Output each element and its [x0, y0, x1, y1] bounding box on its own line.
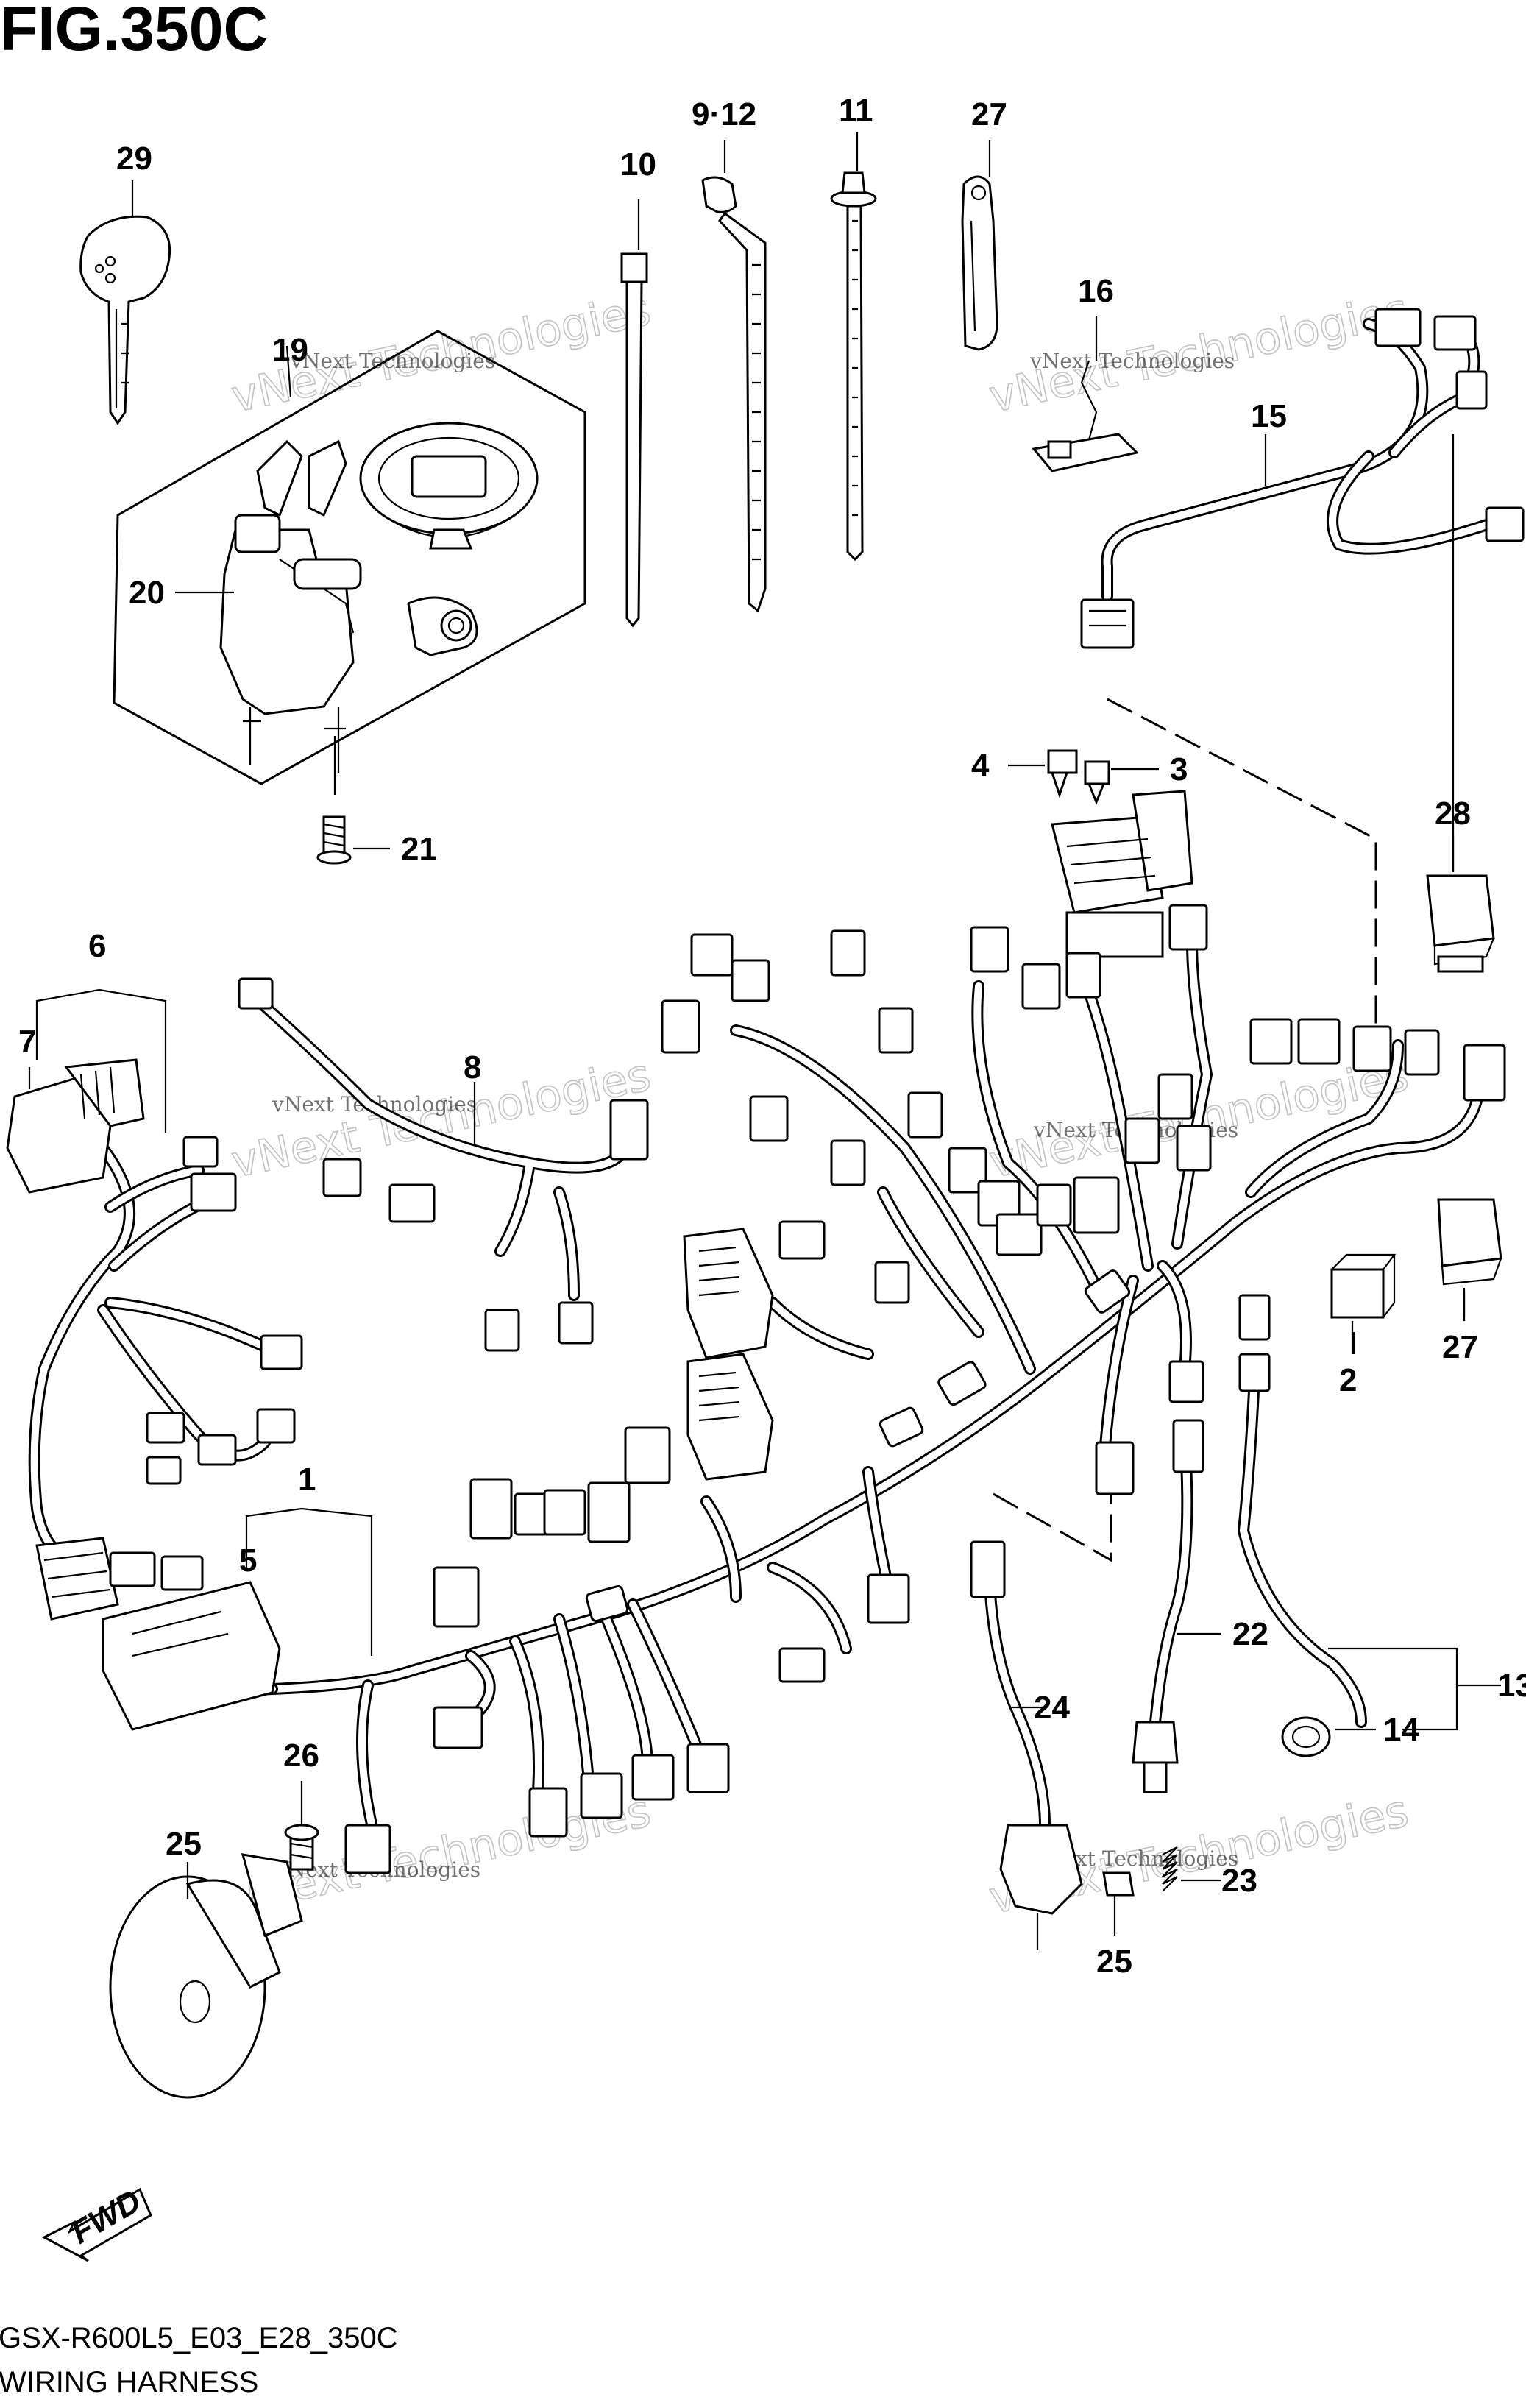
watermark-small-text: vNext Technologies: [290, 349, 495, 373]
leader-dashed: [1107, 698, 1377, 1030]
clamp-part: [961, 175, 998, 351]
callout-21: 22: [1232, 1616, 1268, 1652]
callout-29: 29: [116, 141, 152, 177]
screw-part: [316, 736, 352, 865]
watermark: vNext Technologies vNext Technologies: [984, 283, 1413, 424]
callout-1: 1: [298, 1462, 316, 1498]
callout-17: 27: [971, 96, 1007, 132]
callout-22: 23: [1221, 1863, 1257, 1899]
callout-19: 20: [129, 575, 165, 611]
sub-harness-part: [1080, 308, 1525, 649]
callout-2: 2: [1339, 1362, 1357, 1398]
callout-13: 13: [1497, 1668, 1526, 1704]
callout-labels: 29 19 20 21 9·12 10 11 27 16 15 4 3 28 6…: [18, 93, 1526, 1980]
horn-part: [109, 1853, 303, 2099]
callout-8: 8: [464, 1049, 481, 1086]
cable-tie-part: [620, 252, 648, 628]
callout-23: 24: [1034, 1690, 1070, 1726]
fwd-arrow-icon: FWD: [41, 2183, 152, 2262]
callout-6: 6: [88, 928, 106, 964]
switch-sensor-part: [1132, 1419, 1204, 1793]
relay-part: [1426, 874, 1495, 973]
fuse-box-part: [1051, 790, 1193, 958]
side-stand-switch-part: [970, 1540, 1135, 1950]
bolt-part: [284, 1824, 319, 1871]
callout-7: 7: [18, 1024, 36, 1060]
callout-18: 19: [272, 332, 308, 368]
callout-5: 5: [239, 1543, 257, 1579]
callout-16: 16: [1078, 273, 1114, 309]
callout-20: 21: [401, 831, 437, 867]
ignition-key-part: [79, 215, 171, 425]
callout-14: 14: [1383, 1712, 1419, 1748]
cable-tie-part: [701, 176, 767, 613]
callout-3: 3: [1170, 751, 1188, 787]
speed-sensor-part: [1238, 1294, 1367, 1757]
callout-25: 25: [166, 1826, 202, 1862]
callout-27: 27: [1442, 1329, 1478, 1365]
relay-part: [1437, 1198, 1502, 1286]
relay-part: [1330, 1253, 1397, 1319]
callout-11: 11: [839, 93, 873, 129]
sensor-bracket-part: [1032, 360, 1140, 472]
model-code: GSX-R600L5_E03_E28_350C: [0, 2322, 398, 2354]
callout-4: 4: [971, 748, 990, 784]
watermark-small-text: vNext Technologies: [1029, 349, 1235, 373]
figure-title: FIG.350C: [0, 0, 268, 63]
leader-dashed: [993, 1492, 1112, 1562]
section-name: WIRING HARNESS: [0, 2366, 258, 2398]
callout-9-12: 9·12: [692, 96, 756, 132]
leader-lines: [28, 132, 1501, 1936]
spring-part: [1162, 1846, 1178, 1892]
callout-10: 10: [620, 146, 656, 183]
main-harness-part: [6, 904, 1506, 1874]
callout-24: 25: [1096, 1944, 1132, 1980]
ignition-switch-set-part: [113, 330, 586, 785]
callout-26: 26: [283, 1738, 319, 1774]
cable-tie-part: [830, 171, 877, 562]
callout-28: 28: [1435, 796, 1471, 832]
callout-15: 15: [1251, 398, 1287, 434]
fuse-part: [1047, 749, 1110, 806]
